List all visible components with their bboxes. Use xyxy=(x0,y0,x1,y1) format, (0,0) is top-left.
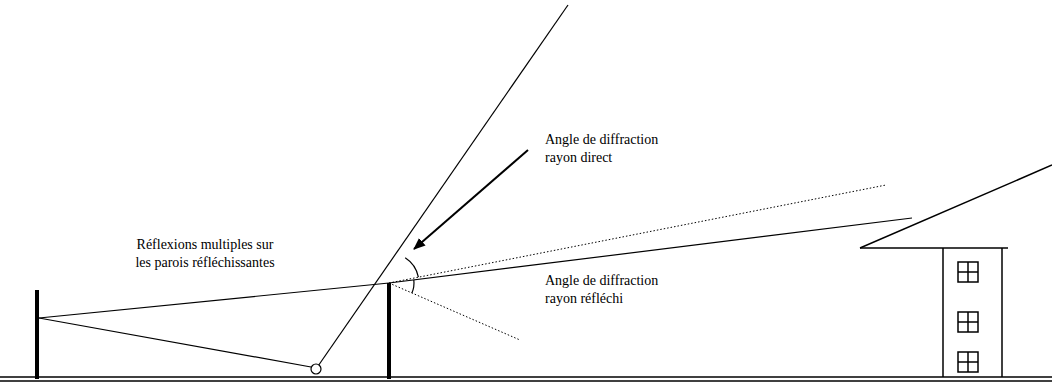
pointer-arrow xyxy=(414,150,528,249)
reflected-ray xyxy=(39,283,389,318)
house-windows xyxy=(958,262,978,372)
house xyxy=(860,165,1052,377)
reflected-ray-extension xyxy=(389,283,520,340)
ground-line xyxy=(0,380,1052,382)
ground-line xyxy=(0,376,1052,378)
direct-ray-extension xyxy=(389,185,886,283)
angle-arc xyxy=(412,280,414,293)
noise-barrier xyxy=(387,283,391,379)
annotation-label: Angle de diffraction rayon direct xyxy=(545,131,685,167)
annotation-label: Réflexions multiples sur les parois réfl… xyxy=(130,236,280,272)
annotation-label: Angle de diffraction rayon réfléchi xyxy=(545,272,685,308)
angle-arc xyxy=(405,258,418,277)
reflected-ray xyxy=(39,318,311,367)
reflecting-wall xyxy=(35,290,39,379)
direct-ray xyxy=(316,5,568,369)
noise-source xyxy=(311,364,321,374)
